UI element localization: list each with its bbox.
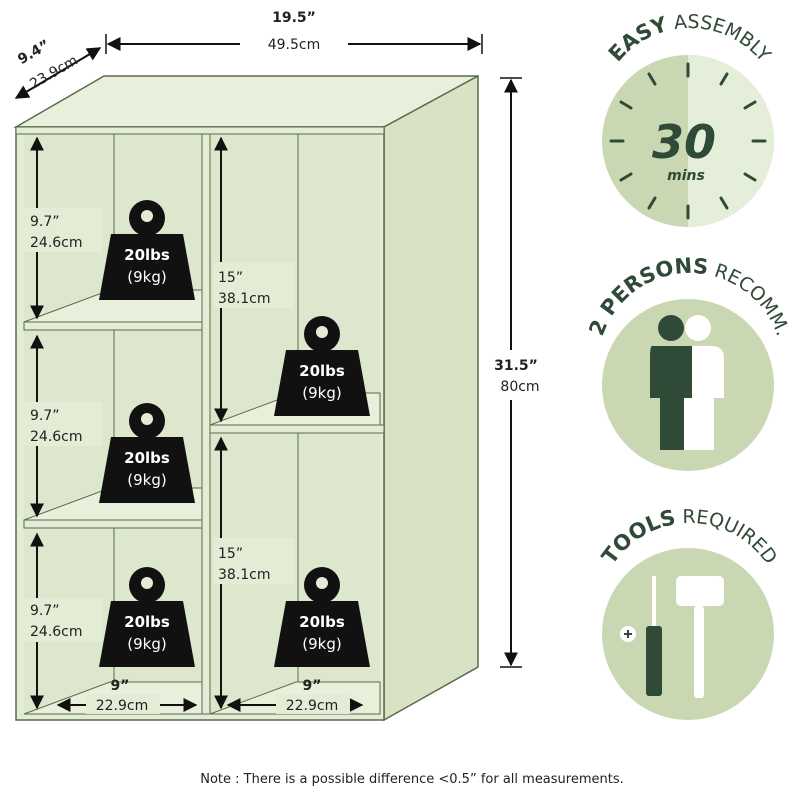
left-cubby-dimensions: 9.7” 24.6cm 9.7” 24.6cm 9.7” 24.6cm	[22, 136, 102, 710]
right-shelf-1	[209, 424, 385, 434]
mallet-icon	[676, 576, 724, 698]
weight-icon: 20lbs (9kg)	[99, 403, 195, 503]
left-cubby-2-cm: 24.6cm	[30, 429, 83, 445]
right-width-cm: 22.9cm	[286, 698, 339, 714]
left-cubby-1-inches: 9.7”	[30, 214, 60, 230]
two-persons-badge: 2 PERSONS RECOMM.	[584, 254, 794, 471]
weight-icon: 20lbs (9kg)	[99, 200, 195, 300]
right-cubby-2-cm: 38.1cm	[218, 567, 271, 583]
depth-inches: 9.4”	[15, 37, 52, 68]
shelf-side-face	[383, 74, 479, 722]
width-dimension: 19.5” 49.5cm	[105, 10, 483, 54]
weight-icon: 20lbs (9kg)	[274, 567, 370, 667]
left-cubby-3-cm: 24.6cm	[30, 624, 83, 640]
left-shelf-2	[23, 519, 203, 529]
assembly-unit: mins	[667, 168, 705, 184]
height-dimension: 31.5” 80cm	[494, 77, 540, 668]
svg-text:(9kg): (9kg)	[127, 471, 166, 489]
height-inches: 31.5”	[494, 358, 538, 374]
measurement-note: Note : There is a possible difference <0…	[200, 772, 624, 787]
clock-icon	[609, 62, 767, 220]
center-divider	[201, 133, 211, 715]
right-width-inches: 9”	[303, 678, 322, 694]
svg-text:(9kg): (9kg)	[302, 384, 341, 402]
right-cubby-1-cm: 38.1cm	[218, 291, 271, 307]
svg-text:20lbs: 20lbs	[124, 449, 170, 467]
easy-assembly-badge: EASY ASSEMBLY 30 mins	[602, 11, 775, 227]
svg-text:20lbs: 20lbs	[299, 362, 345, 380]
svg-text:20lbs: 20lbs	[124, 246, 170, 264]
right-cubby-dimensions: 15” 38.1cm 15” 38.1cm	[214, 136, 294, 710]
left-cubby-2-inches: 9.7”	[30, 408, 60, 424]
screwdriver-icon	[620, 576, 662, 696]
width-cm: 49.5cm	[268, 37, 321, 53]
tools-required-badge: TOOLS REQUIRED	[597, 505, 781, 720]
svg-text:20lbs: 20lbs	[124, 613, 170, 631]
right-cubby-2-inches: 15”	[218, 546, 243, 562]
svg-text:(9kg): (9kg)	[127, 268, 166, 286]
left-width-inches: 9”	[111, 678, 130, 694]
width-inches: 19.5”	[272, 10, 316, 26]
svg-text:20lbs: 20lbs	[299, 613, 345, 631]
left-cubby-3-inches: 9.7”	[30, 603, 60, 619]
weight-icon: 20lbs (9kg)	[274, 316, 370, 416]
assembly-minutes: 30	[652, 115, 716, 169]
right-cubby-1-inches: 15”	[218, 270, 243, 286]
left-width-cm: 22.9cm	[96, 698, 149, 714]
left-cubby-1-cm: 24.6cm	[30, 235, 83, 251]
persons-icon	[650, 315, 724, 450]
svg-text:(9kg): (9kg)	[127, 635, 166, 653]
weight-icon: 20lbs (9kg)	[99, 567, 195, 667]
svg-text:(9kg): (9kg)	[302, 635, 341, 653]
left-shelf-1	[23, 321, 203, 331]
cubby-width-dimensions: 9” 22.9cm 9” 22.9cm	[56, 678, 364, 714]
height-cm: 80cm	[500, 379, 539, 395]
